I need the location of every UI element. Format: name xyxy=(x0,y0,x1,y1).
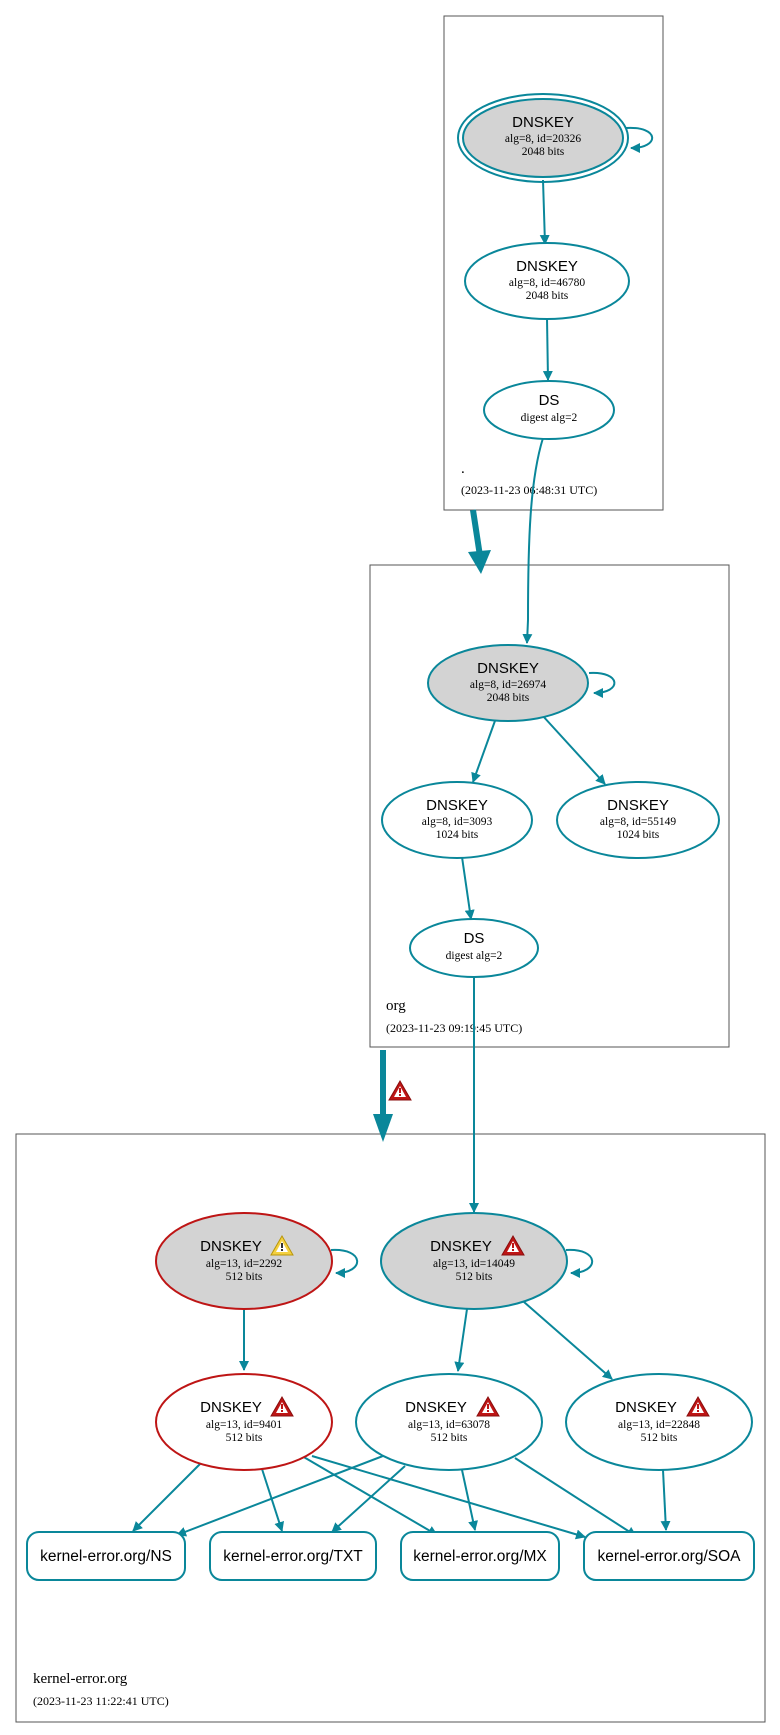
edge-9401-txt xyxy=(261,1468,284,1532)
node-bits: 1024 bits xyxy=(617,829,660,841)
zone-timestamp-org: (2023-11-23 09:19:45 UTC) xyxy=(386,1021,522,1035)
node-bits: 512 bits xyxy=(226,1432,263,1444)
node-detail: alg=13, id=22848 xyxy=(618,1419,700,1431)
node-detail: alg=8, id=26974 xyxy=(470,679,546,691)
node-org-ksk[interactable]: DNSKEY alg=8, id=26974 2048 bits xyxy=(427,644,589,722)
node-title: DNSKEY xyxy=(512,114,574,131)
node-title: DS xyxy=(539,392,560,409)
node-detail: digest alg=2 xyxy=(446,950,503,962)
node-root-ksk[interactable]: DNSKEY alg=8, id=20326 2048 bits xyxy=(457,93,629,183)
rrset-label: kernel-error.org/SOA xyxy=(598,1548,742,1565)
zone-label-kernel: kernel-error.org xyxy=(33,1671,128,1687)
zone-box-kernel xyxy=(15,1133,766,1723)
rrset-txt[interactable]: kernel-error.org/TXT xyxy=(209,1531,377,1581)
edge-root-ksk-zsk xyxy=(539,179,550,245)
node-kernel-14049[interactable]: DNSKEY alg=13, id=14049 512 bits xyxy=(380,1212,568,1310)
zone-label-org: org xyxy=(386,998,406,1014)
node-title: DNSKEY xyxy=(405,1399,467,1416)
node-title: DNSKEY xyxy=(516,258,578,275)
edge-org-ksk-self xyxy=(588,671,616,698)
delegation-org-kernel xyxy=(373,1050,412,1142)
rrset-label: kernel-error.org/NS xyxy=(40,1548,172,1565)
node-title: DNSKEY xyxy=(477,660,539,677)
zone-timestamp-root: (2023-11-23 06:48:31 UTC) xyxy=(461,483,597,497)
edge-14049-self xyxy=(565,1248,594,1278)
edge-org-ksk-zsk1 xyxy=(471,717,497,783)
node-bits: 512 bits xyxy=(226,1271,263,1283)
node-detail: alg=13, id=9401 xyxy=(206,1419,282,1431)
zone-label-root: . xyxy=(461,461,465,477)
node-bits: 512 bits xyxy=(641,1432,678,1444)
edge-63078-mx xyxy=(461,1469,478,1531)
node-bits: 2048 bits xyxy=(526,290,569,302)
node-bits: 512 bits xyxy=(456,1271,493,1283)
error-icon xyxy=(388,1080,412,1101)
node-root-zsk[interactable]: DNSKEY alg=8, id=46780 2048 bits xyxy=(464,242,630,320)
edge-org-zsk1-ds xyxy=(461,856,475,920)
node-detail: alg=8, id=55149 xyxy=(600,816,676,828)
zone-box-root xyxy=(443,15,664,511)
node-bits: 1024 bits xyxy=(436,829,479,841)
edge-root-ds-org-ksk xyxy=(522,437,544,644)
edge-root-ksk-self xyxy=(625,126,654,153)
node-kernel-22848[interactable]: DNSKEY alg=13, id=22848 512 bits xyxy=(565,1373,753,1471)
rrset-mx[interactable]: kernel-error.org/MX xyxy=(400,1531,560,1581)
edge-9401-mx xyxy=(301,1455,438,1536)
edge-63078-soa xyxy=(514,1457,637,1537)
node-detail: alg=8, id=3093 xyxy=(422,816,493,828)
edge-9401-ns xyxy=(132,1462,202,1532)
node-org-ds[interactable]: DS digest alg=2 xyxy=(409,918,539,978)
edge-63078-ns xyxy=(176,1455,384,1537)
node-title: DNSKEY xyxy=(200,1399,262,1416)
node-kernel-63078[interactable]: DNSKEY alg=13, id=63078 512 bits xyxy=(355,1373,543,1471)
node-title: DS xyxy=(464,930,485,947)
node-detail: alg=13, id=63078 xyxy=(408,1419,490,1431)
node-title: DNSKEY xyxy=(430,1238,492,1255)
node-title: DNSKEY xyxy=(426,797,488,814)
rrset-ns[interactable]: kernel-error.org/NS xyxy=(26,1531,186,1581)
rrset-label: kernel-error.org/TXT xyxy=(223,1548,363,1565)
node-bits: 512 bits xyxy=(431,1432,468,1444)
edge-9401-soa xyxy=(311,1455,586,1540)
zone-timestamp-kernel: (2023-11-23 11:22:41 UTC) xyxy=(33,1694,169,1708)
node-detail: alg=13, id=14049 xyxy=(433,1258,515,1270)
edge-root-zsk-ds xyxy=(542,317,553,381)
node-title: DNSKEY xyxy=(615,1399,677,1416)
node-root-ds[interactable]: DS digest alg=2 xyxy=(483,380,615,440)
node-detail: alg=8, id=46780 xyxy=(509,277,585,289)
node-kernel-9401[interactable]: DNSKEY alg=13, id=9401 512 bits xyxy=(155,1373,333,1471)
edge-2292-self xyxy=(330,1248,359,1278)
node-title: DNSKEY xyxy=(607,797,669,814)
rrset-label: kernel-error.org/MX xyxy=(413,1548,547,1565)
node-detail: alg=8, id=20326 xyxy=(505,133,581,145)
node-bits: 2048 bits xyxy=(487,692,530,704)
node-title: DNSKEY xyxy=(200,1238,262,1255)
edge-14049-22848 xyxy=(523,1301,613,1380)
node-detail: digest alg=2 xyxy=(521,412,578,424)
node-bits: 2048 bits xyxy=(522,146,565,158)
edge-63078-txt xyxy=(331,1465,406,1533)
edge-org-ksk-zsk2 xyxy=(541,714,606,785)
node-org-zsk-55149[interactable]: DNSKEY alg=8, id=55149 1024 bits xyxy=(556,781,720,859)
node-org-zsk-3093[interactable]: DNSKEY alg=8, id=3093 1024 bits xyxy=(381,781,533,859)
delegation-root-org xyxy=(468,509,491,574)
zone-box-org xyxy=(369,564,730,1048)
edge-22848-soa xyxy=(660,1469,671,1531)
node-kernel-2292[interactable]: DNSKEY alg=13, id=2292 512 bits xyxy=(155,1212,333,1310)
node-detail: alg=13, id=2292 xyxy=(206,1258,282,1270)
edge-14049-63078 xyxy=(454,1308,468,1372)
rrset-soa[interactable]: kernel-error.org/SOA xyxy=(583,1531,755,1581)
